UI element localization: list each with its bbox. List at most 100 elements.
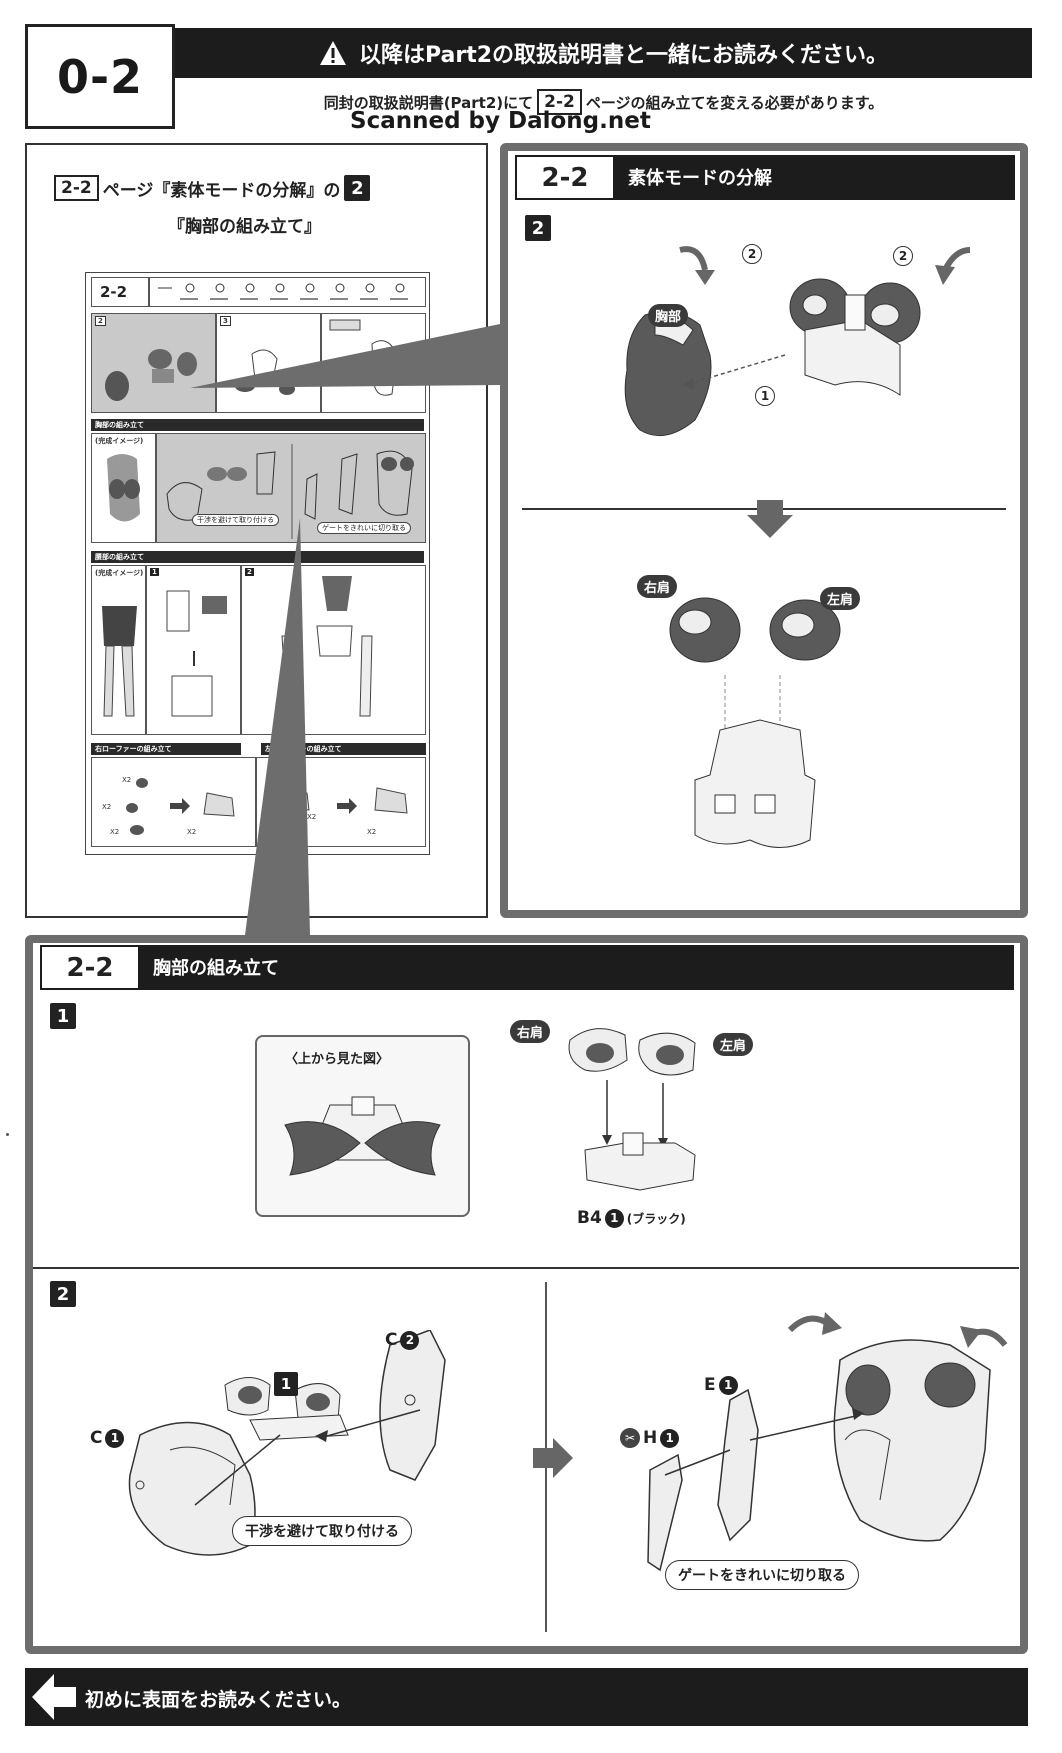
thumb-x2-e: X2 <box>307 813 317 821</box>
right-down-arrow-icon <box>747 500 793 538</box>
part-b4-number: 1 <box>604 1208 624 1228</box>
right-num-1: 1 <box>755 386 775 406</box>
part-e1-number: 1 <box>718 1375 738 1395</box>
right-label-right-shoulder: 右肩 <box>637 575 678 598</box>
scan-watermark: Scanned by Dalong.net <box>350 108 651 134</box>
bottom-step-divider <box>33 1267 1019 1269</box>
thumb-step-3b-illustration <box>329 319 398 396</box>
part-label-c1: C 1 <box>90 1428 125 1448</box>
bottom-page-code-box: 2-2 <box>40 945 140 990</box>
part-label-c2: C 2 <box>385 1330 420 1350</box>
header-ref-box: 2-2 <box>537 89 582 115</box>
step1-label-left-shoulder: 左肩 <box>713 1033 754 1056</box>
thumb-step-3b-cell <box>321 313 426 413</box>
right-label-left-shoulder: 左肩 <box>820 587 861 610</box>
left-caption-line-2: 『胸部の組み立て』 <box>168 217 321 237</box>
part-c1-number: 1 <box>105 1428 125 1448</box>
top-view-illustration <box>284 1096 441 1176</box>
thumb-complete-label-1: (完成イメージ) <box>95 437 144 445</box>
right-num-2b: 2 <box>893 246 913 266</box>
part-label-e1: E 1 <box>704 1375 738 1395</box>
part-h1-number: 1 <box>660 1428 680 1448</box>
thumb-waist-step-1-illustration <box>166 590 227 717</box>
part-label-b4: B4 1 (ブラック) <box>577 1208 686 1228</box>
part-b4-color: (ブラック) <box>626 1211 686 1226</box>
thumb-waist-figure <box>102 606 137 717</box>
part-c1-code: C <box>90 1428 103 1448</box>
part-c2-code: C <box>385 1330 398 1350</box>
thumb-x2-c: X2 <box>110 828 120 836</box>
step2-chest-assembly-illustration <box>128 1330 446 1556</box>
bottom-page-code: 2-2 <box>66 952 114 983</box>
note-cut-gate: ゲートをきれいに切り取る <box>665 1560 859 1590</box>
footer-text: 初めに表面をお読みください。 <box>85 1689 352 1711</box>
right-disassembly-illustration <box>624 246 971 437</box>
thumb-legend-icons <box>158 283 408 300</box>
step1-shoulder-assembly-illustration <box>568 1028 696 1191</box>
right-num-2a: 2 <box>742 244 762 264</box>
note-avoid-interference: 干渉を避けて取り付ける <box>232 1516 412 1546</box>
warning-text: 以降はPart2の取扱説明書と一緒にお読みください。 <box>358 43 889 68</box>
thumb-waist-step-2-cell: 2 <box>241 565 426 735</box>
header-subtitle: 同封の取扱説明書(Part2)にて 2-2 ページの組み立てを変える必要がありま… <box>175 78 1032 126</box>
bottom-panel-title: 胸部の組み立て <box>153 958 279 979</box>
right-label-chest: 胸部 <box>648 304 689 327</box>
part-h1-code: H <box>643 1428 658 1448</box>
thumb-bar-chest: 胸部の組み立て <box>91 419 424 431</box>
thumb-step-2-illustration <box>105 349 197 401</box>
thumb-bar-waist: 腰部の組み立て <box>91 551 424 563</box>
thumb-waist-complete-cell: (完成イメージ) <box>91 565 146 735</box>
thumb-x2-b: X2 <box>102 803 112 811</box>
thumb-chest-complete-cell: (完成イメージ) <box>91 433 156 543</box>
thumb-chest-steps-cell: 干渉を避けて取り付ける ゲートをきれいに切り取る <box>156 433 426 543</box>
footer-bar <box>25 1668 1028 1726</box>
subassembly-ref-badge: 1 <box>274 1372 298 1396</box>
right-panel-title: 素体モードの分解 <box>628 168 772 189</box>
left-caption-step-badge: 2 <box>344 175 371 201</box>
thumb-left-loafer-illustration <box>278 787 408 814</box>
thumb-bar-left-loafer: 左ローファーの組み立て <box>261 743 426 755</box>
thumb-right-loafer-illustration <box>126 778 235 835</box>
thumb-step-2-label: 2 <box>95 316 106 326</box>
header-sub-after: ページの組み立てを変える必要があります。 <box>585 93 884 112</box>
right-step-badge: 2 <box>525 215 551 241</box>
thumb-step-2-cell: 2 <box>91 313 216 413</box>
scan-dot <box>6 1133 9 1136</box>
step-number-box: 0-2 <box>25 24 175 129</box>
header-sub-before: 同封の取扱説明書(Part2)にて <box>323 93 534 112</box>
right-page-code: 2-2 <box>541 162 589 193</box>
thumb-note-interference: 干渉を避けて取り付ける <box>192 514 279 526</box>
thumb-step-3-illustration <box>235 349 295 395</box>
thumb-bar-right-loafer: 右ローファーの組み立て <box>91 743 241 755</box>
thumb-page-code: 2-2 <box>100 283 128 301</box>
top-view-caption: 〈上から見た図〉 <box>285 1052 390 1067</box>
part-e1-code: E <box>704 1375 716 1395</box>
right-page-code-box: 2-2 <box>515 155 615 200</box>
left-caption-line-1: 2-2 ページ『素体モードの分解』の 2 <box>54 175 371 201</box>
thumb-waist-step-1-cell: 1 <box>146 565 241 735</box>
thumb-step-3-label: 3 <box>220 316 231 326</box>
thumb-note-gate: ゲートをきれいに切り取る <box>317 522 411 534</box>
nipper-icon: ✂ <box>620 1428 640 1448</box>
thumb-step-3-cell: 3 <box>216 313 321 413</box>
thumb-right-loafer-cell: X2 X2 X2 X2 <box>91 757 256 847</box>
back-arrow-icon <box>32 1674 76 1720</box>
thumb-complete-label-2: (完成イメージ) <box>95 569 144 577</box>
left-ref-box: 2-2 <box>54 175 99 201</box>
step-number: 0-2 <box>56 49 144 104</box>
thumb-waist-step-2-label: 2 <box>245 568 254 576</box>
bottom-step-1-badge: 1 <box>50 1003 76 1029</box>
thumb-waist-step-2-illustration <box>281 576 373 717</box>
thumb-left-loafer-cell: X2 X2 <box>256 757 426 847</box>
part-c2-number: 2 <box>400 1330 420 1350</box>
thumb-page-code-box: 2-2 <box>91 277 149 307</box>
manual-page-thumbnail: 2-2 2 3 <box>85 272 430 855</box>
left-caption-text: ページ『素体モードの分解』の <box>102 180 341 201</box>
thumb-x2-d: X2 <box>187 828 197 836</box>
right-separated-parts-illustration <box>669 597 841 848</box>
part-b4-code: B4 <box>577 1208 602 1228</box>
step1-label-right-shoulder: 右肩 <box>510 1020 551 1043</box>
thumb-waist-step-1-label: 1 <box>150 568 159 576</box>
bottom-step-2-badge: 2 <box>50 1281 76 1307</box>
thumb-x2-a: X2 <box>122 776 132 784</box>
